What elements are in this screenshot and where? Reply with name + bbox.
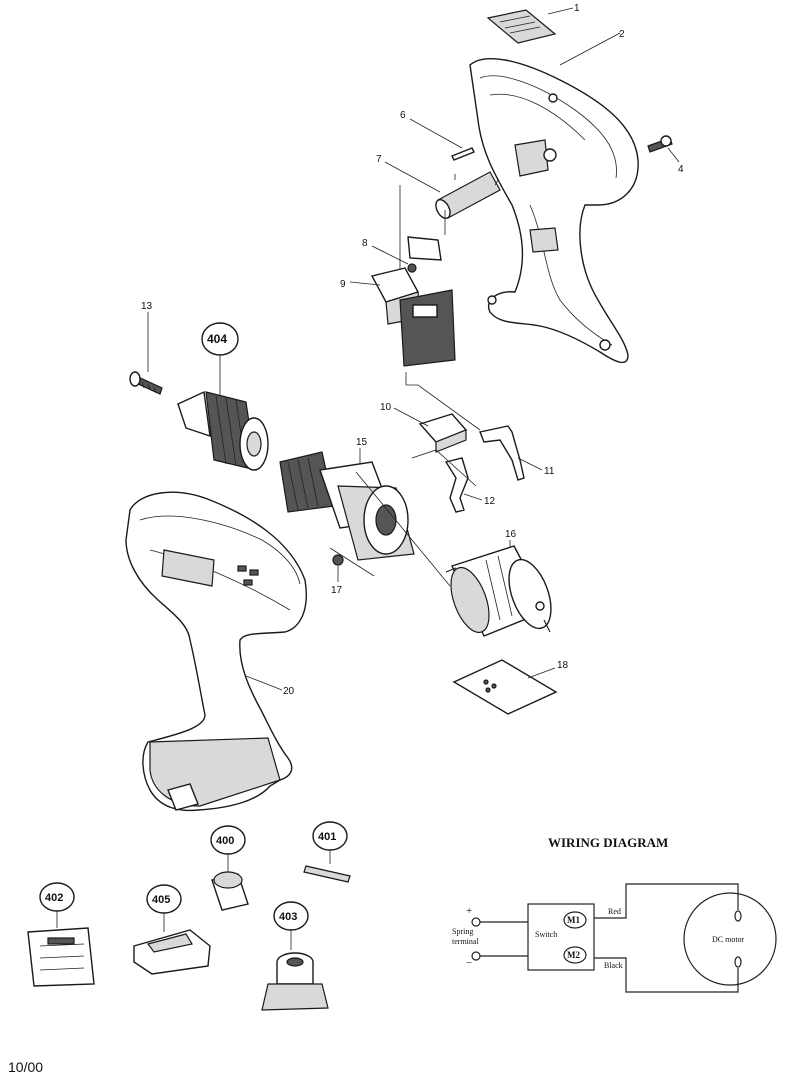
part-8-screw: 8	[362, 236, 442, 273]
part-4-screw: 4	[647, 135, 684, 175]
m2-label: M2	[567, 950, 580, 960]
label-part-8: 8	[362, 238, 368, 249]
part-2-housing: 2	[469, 29, 639, 364]
label-part-400: 400	[216, 835, 234, 847]
m1-terminal	[563, 911, 587, 929]
label-part-404: 404	[207, 332, 227, 346]
wiring-diagram: WIRING DIAGRAM Switch M1 M2 + − Spring t…	[452, 835, 777, 993]
part-403-battery: 403	[261, 901, 329, 1011]
label-part-405: 405	[152, 894, 170, 906]
m1-label: M1	[567, 915, 580, 925]
part-15-gear-assembly: 15	[279, 437, 451, 587]
part-18-plate: 18	[452, 659, 569, 715]
part-11-terminal: 11	[479, 425, 555, 481]
footer-date: 10/00	[8, 1059, 43, 1075]
part-1-nameplate: 1	[486, 3, 580, 44]
part-9-switch: 9	[340, 267, 481, 431]
dc-motor-symbol	[683, 892, 777, 986]
minus-sign: −	[466, 957, 472, 969]
switch-label: Switch	[535, 930, 557, 939]
dc-motor-label: DC motor	[712, 935, 745, 944]
label-part-6: 6	[400, 110, 406, 121]
wiring-diagram-title: WIRING DIAGRAM	[548, 835, 668, 850]
black-wire-label: Black	[604, 961, 623, 970]
part-16-dc-motor: 16	[445, 529, 552, 637]
label-part-2: 2	[619, 29, 625, 40]
label-part-16: 16	[505, 529, 517, 540]
part-402-case: 402	[27, 882, 95, 987]
part-405-charger: 405	[133, 884, 211, 975]
plus-terminal	[471, 917, 481, 927]
label-part-12: 12	[484, 496, 496, 507]
part-7-cylinder: 7	[376, 154, 501, 219]
minus-terminal	[471, 951, 481, 961]
label-part-17: 17	[331, 585, 343, 596]
label-part-403: 403	[279, 911, 297, 923]
m2-terminal	[563, 946, 587, 964]
switch-box	[527, 903, 595, 971]
spring-terminal-label-1: Spring	[452, 927, 473, 936]
part-404-chuck: 404	[177, 322, 269, 471]
label-part-9: 9	[340, 279, 346, 290]
label-part-11: 11	[544, 466, 555, 477]
part-20-housing-assembly: 20	[125, 491, 307, 812]
label-part-20: 20	[283, 686, 295, 697]
label-part-18: 18	[557, 660, 569, 671]
part-12-terminal: 12	[411, 449, 496, 513]
label-part-1: 1	[574, 3, 580, 14]
label-part-7: 7	[376, 154, 382, 165]
spring-terminal-label-2: terminal	[452, 937, 479, 946]
label-part-13: 13	[141, 301, 153, 312]
part-6-pin: 6	[400, 110, 475, 161]
part-400-accessory: 400	[210, 825, 249, 911]
label-part-15: 15	[356, 437, 368, 448]
label-part-4: 4	[678, 164, 684, 175]
red-wire-label: Red	[608, 907, 621, 916]
part-10-brush-holder: 10	[380, 402, 468, 453]
label-part-401: 401	[318, 831, 336, 843]
part-401-bit: 401	[303, 821, 351, 883]
label-part-10: 10	[380, 402, 392, 413]
label-part-402: 402	[45, 892, 63, 904]
plus-sign: +	[466, 905, 472, 917]
part-13-screw: 13	[129, 301, 163, 395]
part-17-screw: 17	[331, 554, 344, 596]
